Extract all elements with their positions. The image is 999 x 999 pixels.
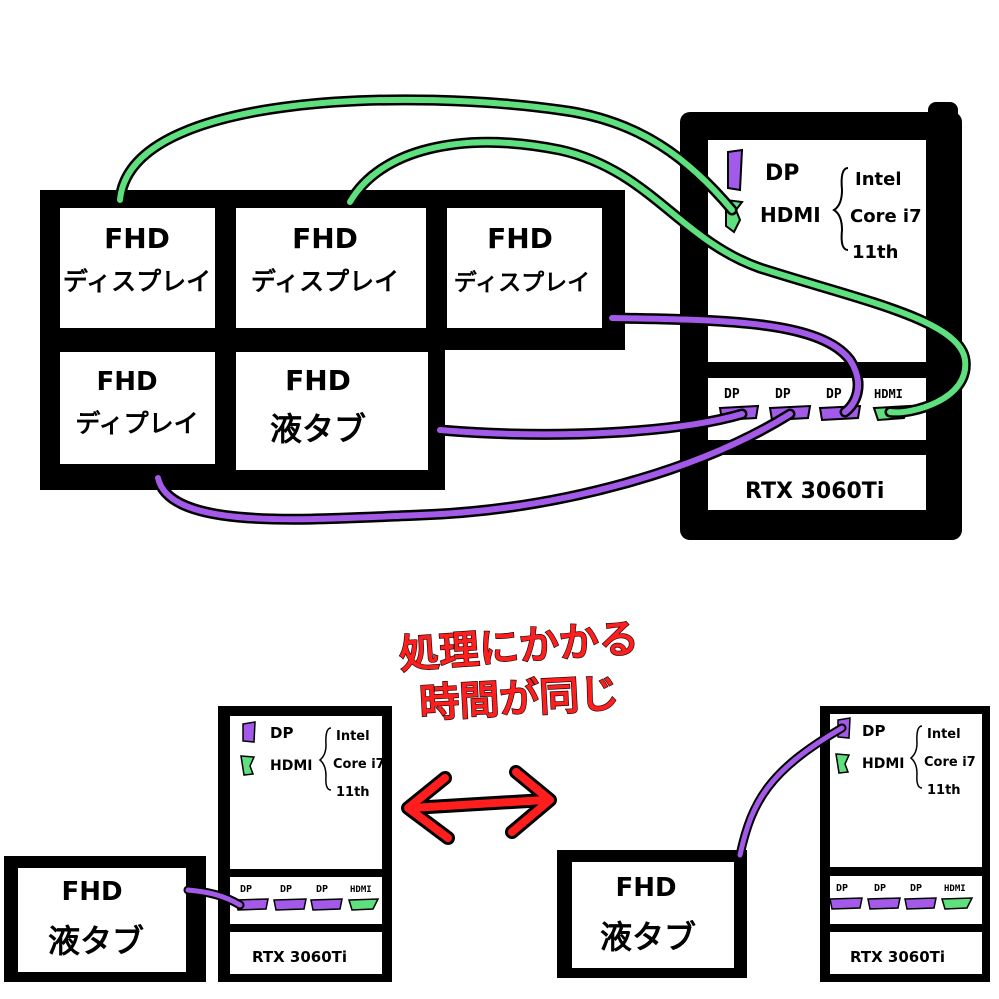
br-cpu-line2: Core i7 bbox=[924, 755, 976, 770]
bl-gpu-port-3-label: DP bbox=[316, 884, 328, 895]
display-4-line1: FHD bbox=[96, 367, 157, 397]
display-1-line2: ディスプレイ bbox=[63, 267, 211, 296]
pc-case-corner bbox=[928, 102, 958, 126]
double-arrow-icon bbox=[401, 765, 557, 845]
bl-dp-cable bbox=[185, 887, 243, 908]
caption-line2: 時間が同じ bbox=[418, 671, 620, 727]
bl-gpu-port-1-label: DP bbox=[240, 884, 252, 895]
bl-gpu-name-label: RTX 3060Ti bbox=[252, 948, 347, 966]
display-2-line2: ディスプレイ bbox=[251, 267, 399, 296]
bl-gpu-port-4-label: HDMI bbox=[350, 885, 372, 895]
br-motherboard-area bbox=[830, 714, 982, 867]
gpu-label-area bbox=[708, 455, 926, 510]
display-5-line2: 液タブ bbox=[270, 410, 366, 448]
display-5-line1: FHD bbox=[285, 364, 351, 397]
display-3 bbox=[447, 208, 602, 328]
display-1 bbox=[60, 208, 215, 328]
display-2-line1: FHD bbox=[292, 222, 358, 255]
bl-gpu-hdmi-icon bbox=[348, 898, 380, 911]
mb-hdmi-label: HDMI bbox=[760, 203, 821, 227]
top-pc: DP HDMI Intel Core i7 11th DP DP DP HDMI… bbox=[680, 102, 962, 540]
br-cpu-line1: Intel bbox=[927, 727, 961, 742]
display-5-pen-tablet bbox=[236, 352, 428, 470]
bl-cpu-line3: 11th bbox=[336, 785, 370, 800]
bl-tablet-line2: 液タブ bbox=[48, 922, 144, 960]
gpu-name-label: RTX 3060Ti bbox=[745, 479, 884, 504]
hdmi-cable-display-1 bbox=[117, 96, 735, 213]
bottom-right-setup: DP HDMI Intel Core i7 11th DP DP DP HDMI… bbox=[557, 706, 990, 982]
br-gpu-port-3-label: DP bbox=[910, 883, 922, 894]
bl-dp-port-icon bbox=[242, 721, 256, 743]
cpu-line3: 11th bbox=[852, 242, 898, 263]
cpu-brace-icon bbox=[832, 167, 849, 251]
bl-tablet-screen bbox=[18, 868, 186, 972]
br-gpu-dp-2-icon bbox=[867, 897, 901, 910]
br-gpu-port-2-label: DP bbox=[874, 883, 886, 894]
br-gpu-dp-3-icon bbox=[904, 897, 937, 910]
bl-tablet-line1: FHD bbox=[61, 877, 122, 907]
br-gpu-port-4-label: HDMI bbox=[944, 884, 966, 894]
gpu-port-1-label: DP bbox=[724, 387, 740, 402]
br-gpu-port-1-label: DP bbox=[836, 883, 848, 894]
br-gpu-name-label: RTX 3060Ti bbox=[850, 948, 945, 966]
cpu-line1: Intel bbox=[855, 169, 902, 190]
display-4-line2: ディプレイ bbox=[75, 409, 198, 438]
display-3-line1: FHD bbox=[487, 222, 553, 255]
bl-motherboard-area bbox=[230, 716, 382, 869]
cpu-line2: Core i7 bbox=[850, 206, 922, 227]
caption-line1: 処理にかかる bbox=[398, 616, 641, 679]
bl-cpu-line2: Core i7 bbox=[333, 757, 385, 772]
dp-cable-display-5 bbox=[437, 411, 745, 438]
bl-hdmi-port-icon bbox=[240, 755, 256, 776]
display-4 bbox=[60, 352, 215, 464]
bottom-left-setup: DP HDMI Intel Core i7 11th DP DP DP HDMI… bbox=[4, 706, 392, 982]
br-tablet-screen bbox=[572, 862, 734, 968]
br-tablet-line2: 液タブ bbox=[600, 918, 696, 956]
br-gpu-dp-1-icon bbox=[829, 897, 863, 910]
display-1-line1: FHD bbox=[104, 222, 170, 255]
br-gpu-hdmi-icon bbox=[941, 897, 974, 910]
bl-gpu-label-area bbox=[230, 932, 382, 974]
bl-gpu-port-2-label: DP bbox=[280, 884, 292, 895]
hdmi-cable-display-2 bbox=[347, 139, 969, 416]
bl-mb-dp-label: DP bbox=[270, 724, 293, 742]
mb-dp-label: DP bbox=[765, 161, 799, 186]
top-cables bbox=[114, 94, 971, 525]
br-cpu-line3: 11th bbox=[927, 783, 961, 798]
display-3-line2: ディスプレイ bbox=[454, 269, 590, 296]
bl-cpu-brace-icon bbox=[318, 727, 332, 791]
br-dp-cable bbox=[737, 725, 845, 858]
dp-cable-display-3 bbox=[609, 315, 862, 415]
bl-gpu-dp-2-icon bbox=[273, 898, 307, 911]
gpu-port-4-label: HDMI bbox=[874, 387, 903, 401]
display-2 bbox=[236, 208, 426, 328]
br-hdmi-port-icon bbox=[835, 753, 851, 774]
gpu-port-3-label: DP bbox=[826, 387, 842, 402]
br-cpu-brace-icon bbox=[909, 725, 923, 789]
bl-mb-hdmi-label: HDMI bbox=[270, 758, 312, 774]
br-tablet-line1: FHD bbox=[615, 873, 676, 903]
br-mb-dp-label: DP bbox=[862, 722, 885, 740]
gpu-port-2-label: DP bbox=[775, 387, 791, 402]
bl-cpu-line1: Intel bbox=[336, 729, 370, 744]
bl-gpu-dp-3-icon bbox=[310, 898, 343, 911]
dp-port-icon bbox=[727, 148, 744, 192]
br-mb-hdmi-label: HDMI bbox=[862, 756, 904, 772]
dp-cable-display-4 bbox=[155, 411, 793, 523]
br-gpu-label-area bbox=[830, 932, 982, 974]
monitor-wall: FHD ディスプレイ FHD ディスプレイ FHD ディスプレイ FHD ディプ… bbox=[40, 190, 625, 490]
